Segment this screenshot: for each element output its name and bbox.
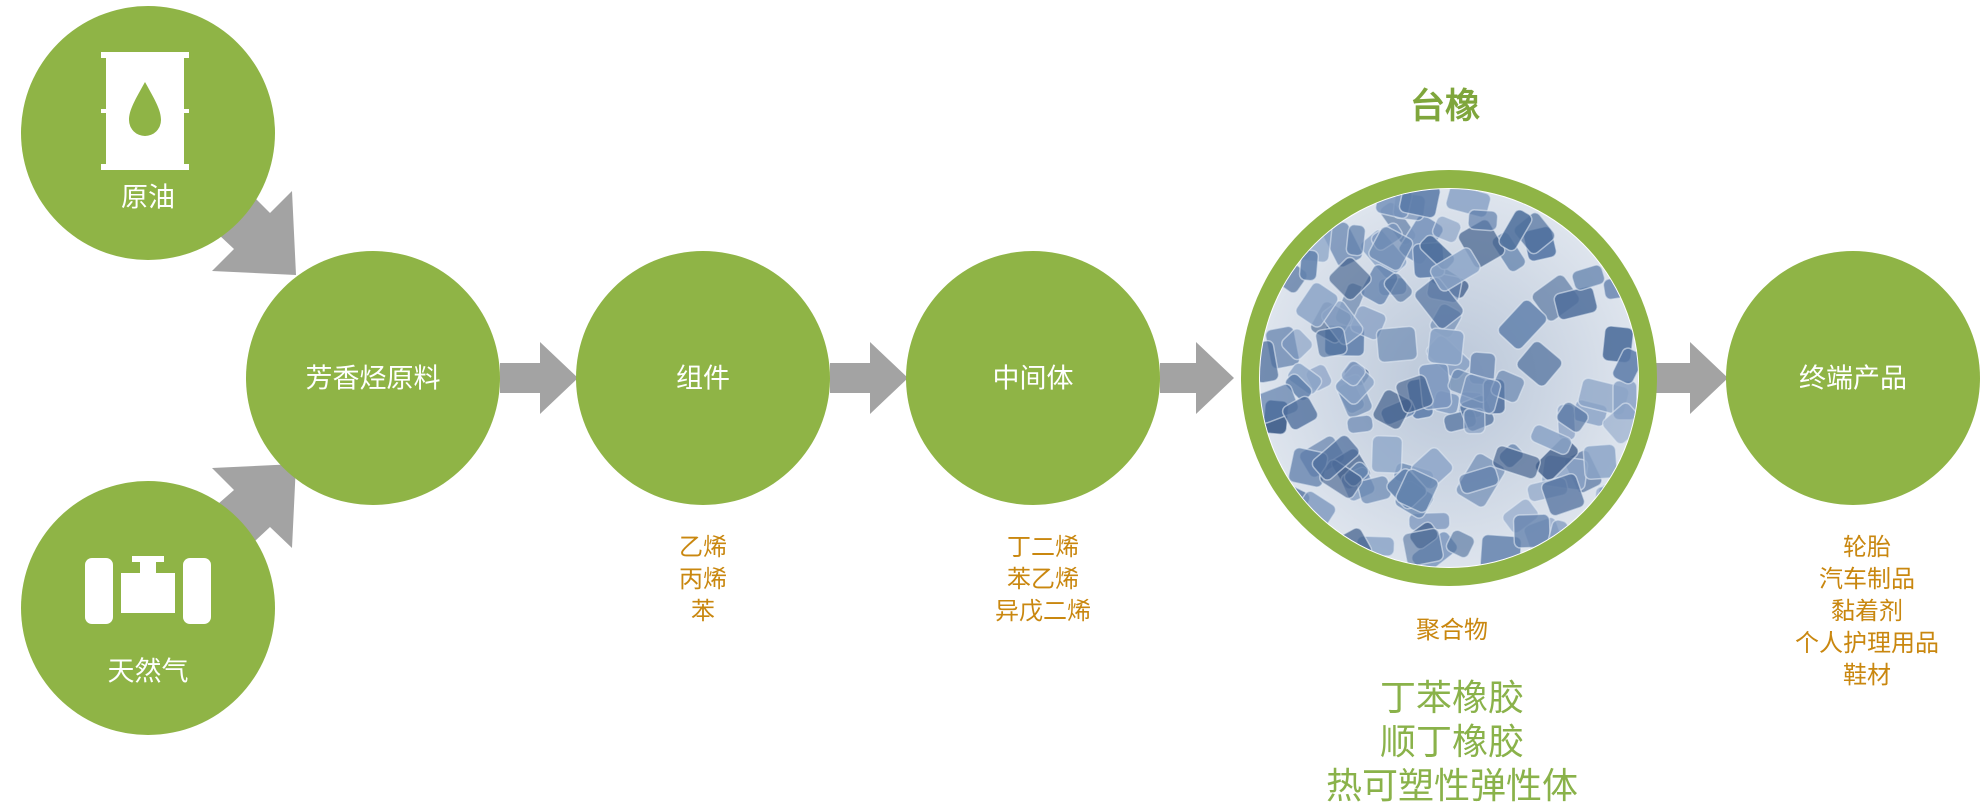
node-feedstock: 芳香烃原料 <box>246 251 500 505</box>
natural-gas-label: 天然气 <box>108 657 189 688</box>
rubber-pellet <box>1295 281 1339 328</box>
end-products-label: 终端产品 <box>1799 364 1907 395</box>
rubber-pellet <box>1445 529 1476 559</box>
rubber-pellet <box>1585 189 1621 221</box>
rubber-pellet <box>1611 516 1638 552</box>
rubber-pellet <box>1260 523 1307 562</box>
arrow-oil-to-feedstock <box>212 191 296 275</box>
rubber-pellet <box>1346 414 1374 435</box>
intermediates-label: 中间体 <box>993 364 1074 395</box>
arrow-intermediates-to-polymer <box>1160 342 1234 414</box>
feedstock-label: 芳香烃原料 <box>306 364 441 395</box>
node-polymer <box>1241 170 1657 586</box>
components-item: 乙烯 <box>679 533 727 561</box>
rubber-pellet <box>1553 285 1598 321</box>
rubber-pellet <box>1414 276 1464 330</box>
rubber-pellet <box>1429 247 1481 292</box>
rubber-pellet <box>1607 189 1638 216</box>
arrow-components-to-intermediates <box>830 342 908 414</box>
rubber-pellet <box>1383 272 1414 304</box>
rubber-pellet <box>1458 373 1502 415</box>
intermediates-item: 丁二烯 <box>1007 533 1079 561</box>
end-product-item: 黏着剂 <box>1831 597 1903 625</box>
rubber-pellet <box>1260 209 1289 252</box>
arrow-gas-to-feedstock <box>212 464 296 548</box>
rubber-pellet <box>1611 347 1638 385</box>
rubber-pellet <box>1491 445 1542 480</box>
rubber-pellet <box>1298 249 1320 282</box>
components-label: 组件 <box>676 364 730 395</box>
company-title: 台橡 <box>1410 87 1480 127</box>
rubber-pellet <box>1345 223 1367 257</box>
polymer-product: 顺丁橡胶 <box>1380 722 1524 763</box>
intermediates-item: 苯乙烯 <box>1007 565 1079 593</box>
components-item: 苯 <box>691 597 715 625</box>
rubber-pellet <box>1516 340 1563 387</box>
rubber-pellet <box>1571 264 1606 291</box>
rubber-pellet <box>1340 360 1367 387</box>
polymer-caption: 聚合物 <box>1416 616 1488 644</box>
gas-tank-icon <box>85 556 211 624</box>
rubber-pellet <box>1395 374 1434 414</box>
rubber-pellet <box>1280 328 1314 361</box>
rubber-pellet <box>1540 472 1586 517</box>
polymer-product: 丁苯橡胶 <box>1380 678 1524 719</box>
rubber-pellet <box>1588 531 1622 567</box>
components-list: 乙烯 丙烯 苯 <box>679 533 727 625</box>
rubber-pellet <box>1370 435 1404 474</box>
rubber-pellet <box>1458 465 1500 495</box>
node-components: 组件 <box>576 251 830 505</box>
node-crude-oil: 原油 <box>21 6 275 260</box>
intermediates-list: 丁二烯 苯乙烯 异戊二烯 <box>995 533 1091 625</box>
end-product-item: 汽车制品 <box>1819 565 1915 593</box>
end-product-item: 个人护理用品 <box>1795 629 1939 657</box>
rubber-pellet <box>1401 527 1445 567</box>
rubber-pellet <box>1431 215 1462 244</box>
rubber-pellet <box>1375 325 1419 363</box>
end-product-item: 鞋材 <box>1843 661 1891 689</box>
end-products-list: 轮胎 汽车制品 黏着剂 个人护理用品 鞋材 <box>1795 533 1939 689</box>
arrow-polymer-to-end-products <box>1650 342 1728 414</box>
rubber-pellet <box>1612 189 1638 220</box>
rubber-pellet <box>1555 401 1589 433</box>
polymer-products-list: 丁苯橡胶 顺丁橡胶 热可塑性弹性体 <box>1326 678 1578 807</box>
intermediates-item: 异戊二烯 <box>995 597 1091 625</box>
rubber-pellet <box>1281 395 1319 431</box>
arrow-feedstock-to-components <box>500 342 578 414</box>
rubber-pellet <box>1311 434 1360 481</box>
rubber-pellet <box>1260 531 1288 567</box>
node-end-products: 终端产品 <box>1726 251 1980 505</box>
node-intermediates: 中间体 <box>906 251 1160 505</box>
end-product-item: 轮胎 <box>1843 533 1891 561</box>
crude-oil-label: 原油 <box>121 183 175 214</box>
oil-barrel-icon <box>101 52 189 170</box>
rubber-pellet <box>1582 443 1618 481</box>
rubber-pellet <box>1426 327 1465 367</box>
rubber-pellet <box>1314 326 1348 359</box>
node-natural-gas: 天然气 <box>21 481 275 735</box>
rubber-pellet <box>1467 209 1499 232</box>
rubber-pellet <box>1529 424 1573 456</box>
rubber-pellet <box>1368 225 1414 272</box>
rubber-pellet <box>1395 468 1439 514</box>
rubber-pellet <box>1497 299 1548 350</box>
rubber-pellet <box>1599 189 1634 213</box>
rubber-pellet <box>1260 507 1290 539</box>
components-item: 丙烯 <box>679 565 727 593</box>
rubber-pellet <box>1498 209 1533 252</box>
rubber-pellet <box>1328 256 1372 301</box>
polymer-product: 热可塑性弹性体 <box>1326 766 1578 807</box>
